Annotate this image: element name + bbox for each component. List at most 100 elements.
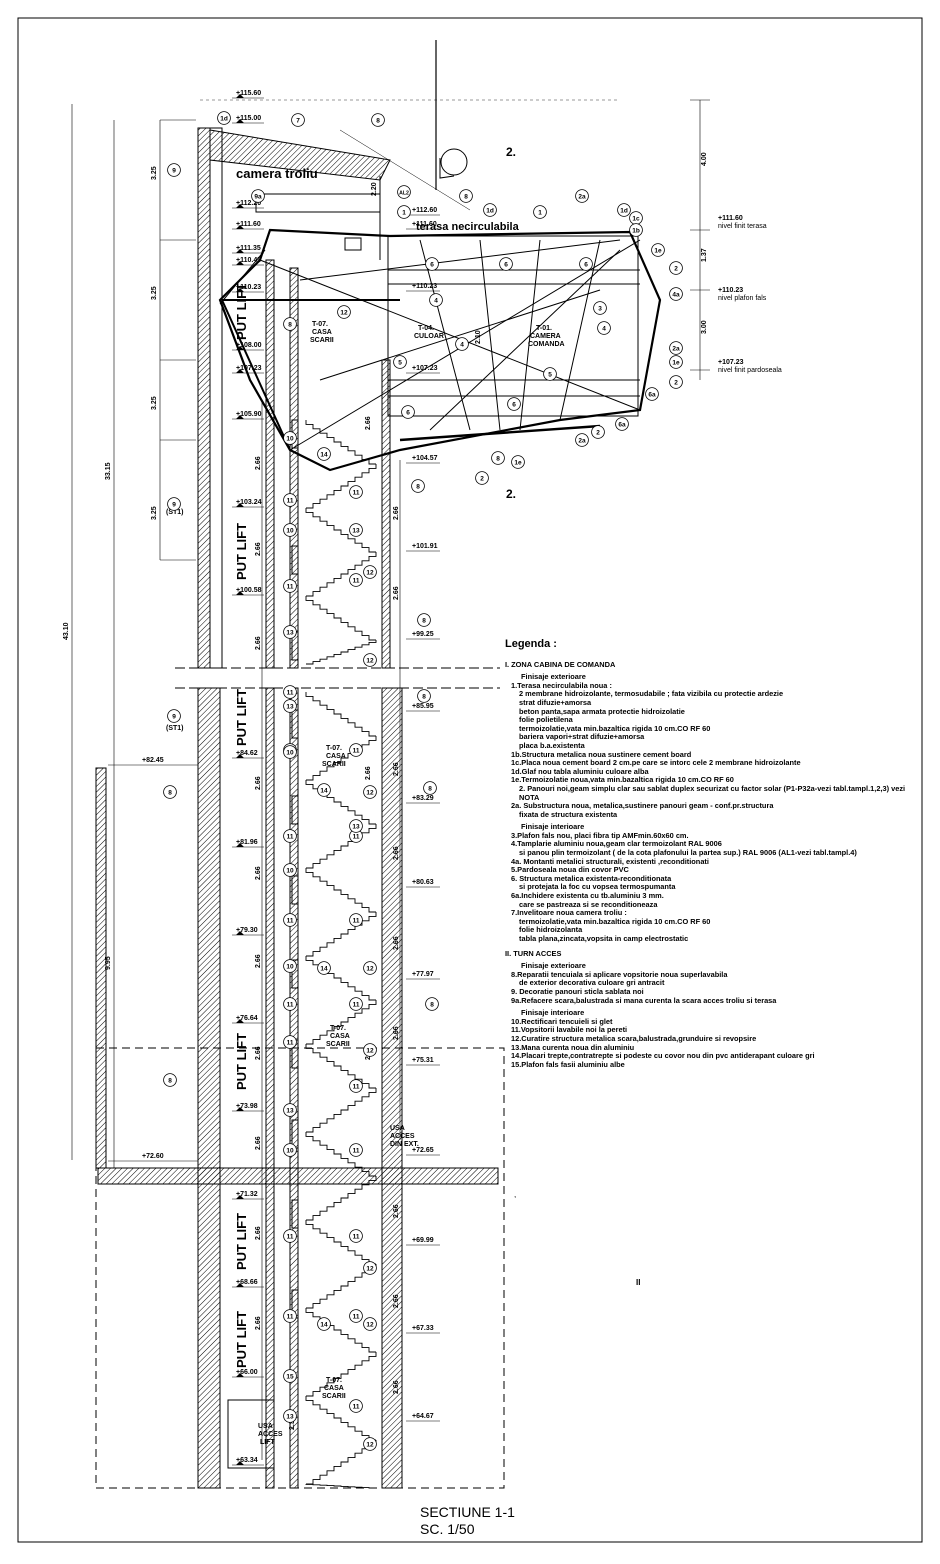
room-code: T-07.	[312, 321, 328, 328]
level-marker: +68.66	[232, 1279, 264, 1288]
camera-troliu-label: camera troliu	[236, 166, 318, 181]
svg-text:14: 14	[320, 966, 328, 973]
callout-tag: 8	[417, 613, 431, 627]
dimension-value: 2.66	[255, 636, 262, 650]
legend-item: 12.Curatire structura metalica scara,bal…	[511, 1033, 757, 1043]
callout-tag: 14	[317, 783, 331, 797]
svg-text:11: 11	[353, 918, 360, 925]
callout-tag: 11	[349, 1309, 363, 1323]
legend-item: strat difuzie+amorsa	[519, 697, 592, 707]
legend-item: 6a.Inchidere existenta cu tb.aluminiu 3 …	[511, 891, 664, 901]
svg-text:1d: 1d	[620, 208, 628, 215]
dimension-value: 2.66	[393, 1026, 400, 1040]
dimension-value: 4.00	[701, 152, 708, 166]
svg-text:6: 6	[512, 402, 516, 409]
level-value: +83.29	[412, 795, 434, 802]
level-marker: +99.25	[406, 631, 440, 640]
level-value: +67.33	[412, 1325, 434, 1332]
svg-text:2: 2	[674, 380, 678, 387]
put-lift-label: PUT LIFT	[234, 1213, 249, 1270]
callout-tag: 11	[349, 1079, 363, 1093]
put-lift-label: PUT LIFT	[234, 523, 249, 580]
legend-item: 13.Mana curenta noua din aluminiu	[511, 1042, 635, 1052]
usa-acces: USA	[390, 1125, 405, 1132]
level-marker: +115.60	[232, 90, 264, 99]
svg-text:8: 8	[428, 786, 432, 793]
svg-text:11: 11	[353, 1084, 360, 1091]
callout-tag: 10	[283, 745, 297, 759]
callout-tag: 8	[411, 479, 425, 493]
callout-tag: 4	[429, 293, 443, 307]
room-code: T-07.	[326, 1377, 342, 1384]
level-marker: +111.60	[232, 221, 264, 230]
svg-text:6a: 6a	[618, 422, 626, 429]
callout-tag: 1d	[617, 203, 631, 217]
svg-text:10: 10	[286, 1148, 294, 1155]
callout-tag: 11	[283, 685, 297, 699]
level-value: +110.45	[236, 257, 261, 264]
callout-tag: 13	[349, 523, 363, 537]
svg-text:1e: 1e	[672, 360, 680, 367]
svg-text:11: 11	[287, 690, 294, 697]
level-marker: +112.60	[406, 207, 440, 216]
callout-tag: 15	[283, 1369, 297, 1383]
dimension-value: 2.66	[393, 586, 400, 600]
level-value: +103.24	[236, 499, 262, 506]
callout-tag: 11	[283, 829, 297, 843]
svg-text:15: 15	[286, 1374, 294, 1381]
legend-item: 2. Panouri noi,geam simplu clar sau sabl…	[519, 783, 906, 802]
level-value: +75.31	[412, 1057, 434, 1064]
callout-tag: 2	[591, 425, 605, 439]
legend-item: 8.Reparatii tencuiala si aplicare vopsit…	[511, 969, 728, 979]
break-lines	[175, 667, 500, 689]
svg-text:13: 13	[352, 528, 360, 535]
svg-text:11: 11	[353, 748, 360, 755]
level-marker: +72.60	[108, 1153, 198, 1162]
dimension-value: 2.66	[393, 506, 400, 520]
dimension-value: 2.66	[255, 866, 262, 880]
legend-item: 1e.Termoizolatie noua,vata min.bazaltica…	[511, 775, 734, 785]
level-marker: +103.24	[232, 499, 264, 508]
callout-tag: 2	[669, 261, 683, 275]
callout-tag: 1c	[629, 211, 643, 225]
callout-tag: AL2	[397, 185, 411, 199]
room-code: T-07.	[326, 745, 342, 752]
legend-item: care se pastreaza si se reconditioneaza	[519, 899, 658, 909]
callout-tag: 11	[349, 573, 363, 587]
svg-text:14: 14	[320, 788, 328, 795]
lift-doors	[227, 419, 299, 1469]
room-name: CAMERA	[530, 333, 561, 340]
callout-tag: 1d	[217, 111, 231, 125]
callout-tag: 10	[283, 863, 297, 877]
callout-tag: 13	[349, 819, 363, 833]
level-marker: +79.30	[232, 927, 264, 936]
svg-text:12: 12	[366, 1442, 374, 1449]
level-value: +111.60	[236, 221, 261, 228]
callout-tag: 11	[283, 997, 297, 1011]
room-name: COMANDA	[528, 341, 565, 348]
callout-tag: 11	[349, 1229, 363, 1243]
callout-tag: 8	[371, 113, 385, 127]
level-marker: +112.20	[232, 200, 264, 209]
callout-tag: 8	[425, 997, 439, 1011]
svg-text:2a: 2a	[578, 194, 586, 201]
stray-mark: II	[636, 1278, 641, 1287]
st1-label: (ST1)	[166, 725, 184, 732]
level-value: +63.34	[236, 1457, 258, 1464]
level-value: +100.58	[236, 587, 262, 594]
level-marker: +108.00	[232, 342, 264, 351]
level-value: +72.60	[142, 1153, 164, 1160]
legend-item: placa b.a.existenta	[519, 740, 585, 750]
callout-tag: 1	[397, 205, 411, 219]
usa-acces: DIN EXT.	[390, 1141, 419, 1148]
dimension-value: 2.66	[393, 762, 400, 776]
level-value: +107.23	[412, 365, 438, 372]
legend-item: 14.Placari trepte,contratrepte si podest…	[511, 1051, 815, 1061]
dimension-value: 2.66	[255, 954, 262, 968]
svg-text:11: 11	[287, 584, 294, 591]
level-value: +101.91	[412, 543, 438, 550]
put-lift-label: PUT LIFT	[234, 283, 249, 340]
svg-text:5: 5	[398, 360, 402, 367]
svg-text:8: 8	[430, 1002, 434, 1009]
legend-subheading: Finisaje interioare	[521, 822, 585, 832]
